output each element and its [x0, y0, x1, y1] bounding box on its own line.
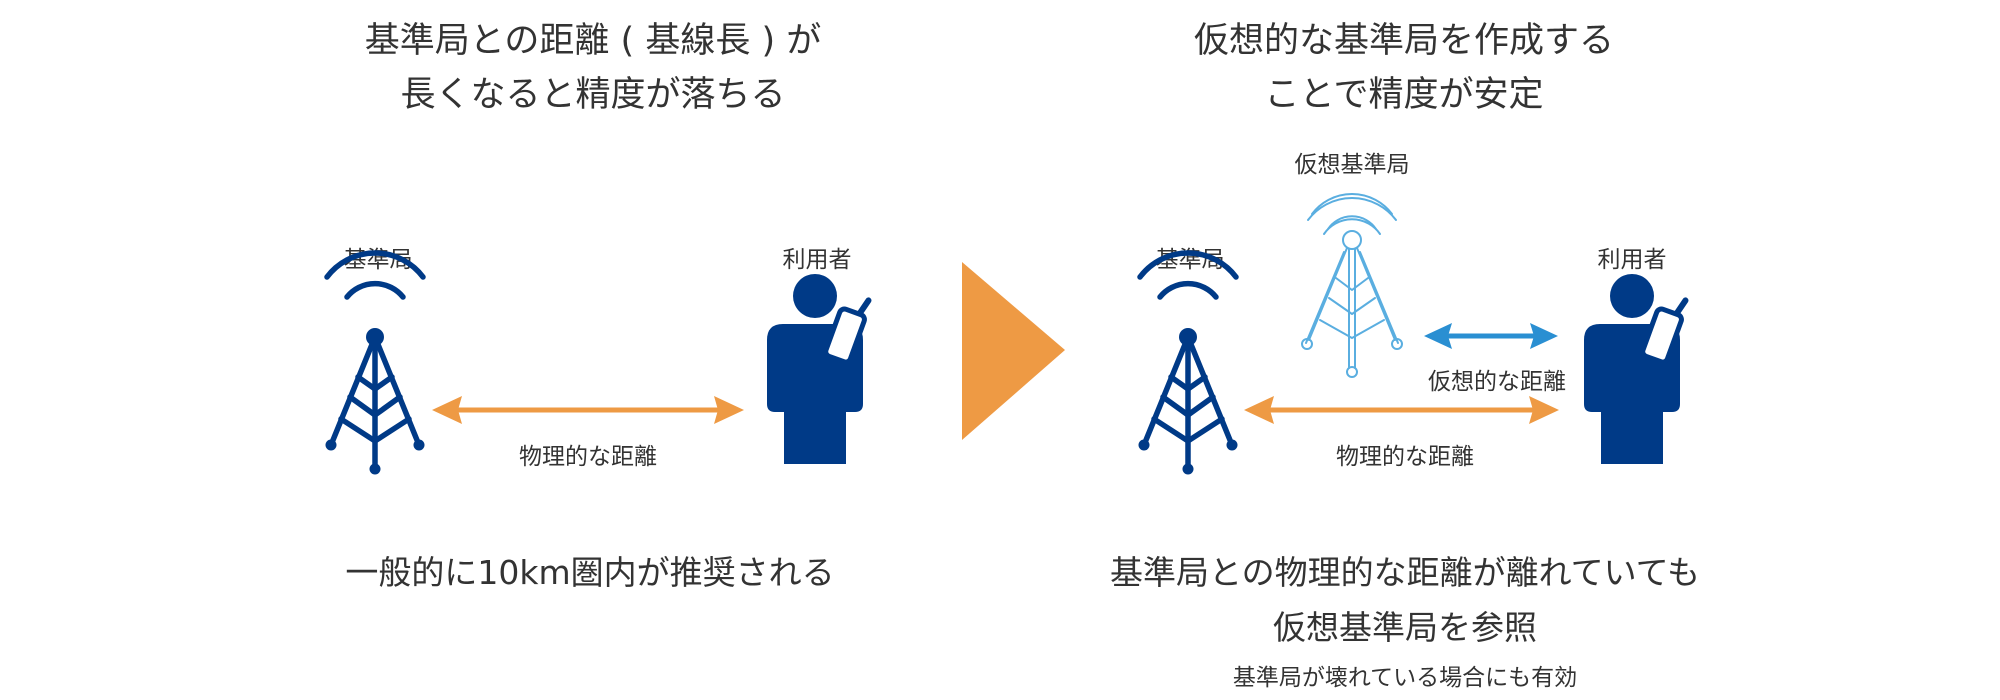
- left-footer: 一般的に10km圏内が推奨される: [345, 553, 835, 592]
- right-note: 基準局が壊れている場合にも有効: [1232, 665, 1578, 691]
- virtual-distance-arrow: [1424, 323, 1558, 349]
- left-user-label: 利用者: [782, 247, 852, 273]
- left-heading-line2: 長くなると精度が落ちる: [400, 75, 786, 115]
- left-heading: 基準局との距離 ( 基線長 ) が 長くなると精度が落ちる: [365, 14, 821, 122]
- right-distance-label: 物理的な距離: [1336, 444, 1474, 470]
- right-heading-line1: 仮想的な基準局を作成する: [1193, 21, 1615, 61]
- left-user-person-icon: [767, 274, 872, 464]
- virtual-base-station-tower-icon: [1301, 193, 1403, 378]
- right-user-person-icon: [1584, 274, 1689, 464]
- virtual-station-label: 仮想基準局: [1294, 152, 1410, 178]
- virtual-distance-label: 仮想的な距離: [1428, 369, 1566, 395]
- transition-arrow-icon: [962, 262, 1065, 440]
- right-physical-distance-arrow: [1244, 396, 1559, 424]
- right-heading-line2: ことで精度が安定: [1264, 75, 1544, 115]
- left-heading-line1: 基準局との距離 ( 基線長 ) が: [364, 21, 822, 61]
- left-base-station-tower-icon: [326, 253, 425, 475]
- right-heading: 仮想的な基準局を作成する ことで精度が安定: [1194, 14, 1614, 122]
- right-base-station-tower-icon: [1139, 253, 1238, 475]
- right-user-label: 利用者: [1597, 247, 1667, 273]
- right-footer-line1: 基準局との物理的な距離が離れていても: [1109, 553, 1701, 592]
- left-physical-distance-arrow: [432, 396, 744, 424]
- left-distance-label: 物理的な距離: [519, 444, 657, 470]
- right-footer-line2: 仮想基準局を参照: [1273, 608, 1537, 647]
